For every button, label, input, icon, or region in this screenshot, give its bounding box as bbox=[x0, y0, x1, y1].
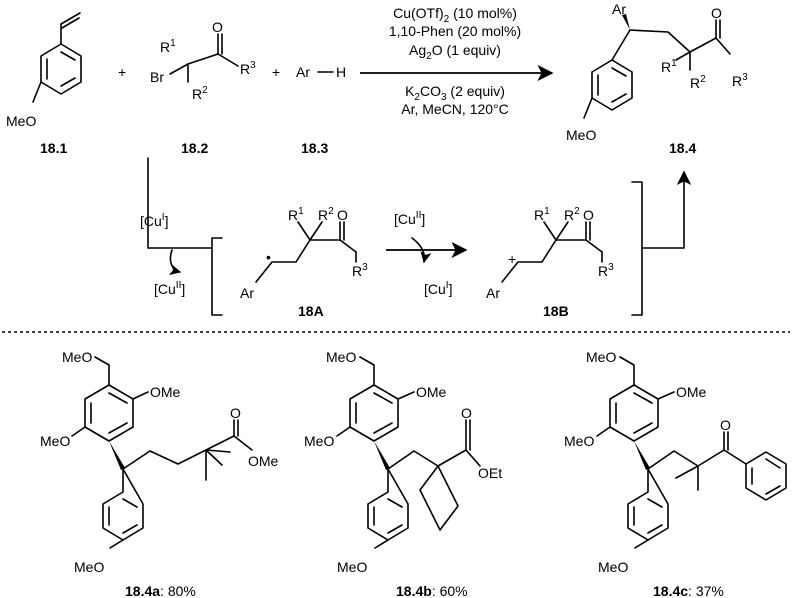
compound-18-1: MeO 18.1 bbox=[6, 12, 82, 156]
plus-sign: + bbox=[118, 64, 126, 80]
svg-text:O: O bbox=[720, 417, 731, 433]
svg-text:Ar: Ar bbox=[296, 64, 310, 80]
svg-text:R1: R1 bbox=[160, 38, 176, 55]
condition-oxidant: Ag2O (1 equiv) bbox=[409, 42, 501, 62]
carbonyl-oxygen: O bbox=[212, 19, 223, 35]
svg-text:MeO: MeO bbox=[62, 349, 92, 365]
svg-text:OMe: OMe bbox=[150, 384, 181, 400]
svg-text:R3: R3 bbox=[732, 72, 748, 89]
svg-text:MeO: MeO bbox=[566, 127, 596, 143]
svg-text:18.4a: 80%: 18.4a: 80% bbox=[125, 583, 196, 598]
svg-text:MeO: MeO bbox=[40, 433, 70, 449]
svg-text:R1: R1 bbox=[534, 206, 550, 223]
condition-solvent: Ar, MeCN, 120°C bbox=[401, 101, 509, 117]
compound-18-3: Ar H 18.3 bbox=[296, 64, 346, 156]
reaction-arrow-group: Cu(OTf)2 (10 mol%) 1,10-Phen (20 mol%) A… bbox=[360, 5, 554, 117]
aryl-label: Ar bbox=[612, 1, 626, 17]
label-18-4: 18.4 bbox=[669, 140, 696, 156]
svg-text:R2: R2 bbox=[564, 206, 580, 223]
cu-i-label-2: [CuI] bbox=[424, 280, 452, 297]
svg-text:MeO: MeO bbox=[304, 433, 334, 449]
svg-text:MeO: MeO bbox=[326, 349, 356, 365]
svg-text:R3: R3 bbox=[240, 60, 256, 77]
svg-text:18.4b: 60%: 18.4b: 60% bbox=[396, 583, 468, 598]
svg-text:R1: R1 bbox=[288, 206, 304, 223]
svg-text:Ar: Ar bbox=[486, 285, 500, 301]
condition-catalyst: Cu(OTf)2 (10 mol%) bbox=[393, 5, 517, 25]
svg-text:O: O bbox=[337, 207, 348, 223]
label-18-1: 18.1 bbox=[40, 140, 67, 156]
label-18-2: 18.2 bbox=[181, 140, 208, 156]
product-yield-a: : 80% bbox=[160, 583, 196, 598]
svg-text:18.4c: 37%: 18.4c: 37% bbox=[653, 583, 724, 598]
svg-text:OMe: OMe bbox=[248, 453, 279, 469]
mechanism: [CuI] [CuII] • Ar O R1 R2 R3 18A [CuII] … bbox=[140, 157, 692, 319]
svg-text:MeO: MeO bbox=[74, 559, 104, 575]
condition-ligand: 1,10-Phen (20 mol%) bbox=[389, 23, 521, 39]
radical-dot: • bbox=[266, 249, 271, 265]
svg-text:MeO: MeO bbox=[564, 433, 594, 449]
svg-text:MeO: MeO bbox=[586, 349, 616, 365]
label-18-3: 18.3 bbox=[301, 140, 328, 156]
svg-text:O: O bbox=[461, 405, 472, 421]
intermediate-18B: + Ar O R1 R2 R3 18B bbox=[486, 206, 614, 319]
cation-plus: + bbox=[508, 251, 516, 267]
svg-text:R2: R2 bbox=[690, 74, 706, 91]
svg-text:Ar: Ar bbox=[240, 285, 254, 301]
svg-text:OMe: OMe bbox=[676, 384, 707, 400]
product-18-4a: MeO OMe MeO O OMe MeO 18.4a: 80% bbox=[40, 349, 279, 598]
svg-text:OMe: OMe bbox=[416, 384, 447, 400]
plus-sign-2: + bbox=[272, 64, 280, 80]
svg-text:OEt: OEt bbox=[478, 465, 502, 481]
product-yield-b: : 60% bbox=[432, 583, 468, 598]
label-18A: 18A bbox=[298, 303, 324, 319]
compound-18-4: MeO Ar O R1 R2 R3 18.4 bbox=[566, 1, 748, 156]
svg-text:R3: R3 bbox=[352, 262, 368, 279]
label-18B: 18B bbox=[543, 303, 569, 319]
cu-i-label: [CuI] bbox=[140, 212, 168, 229]
cu-ii-label-2: [CuII] bbox=[394, 210, 425, 227]
svg-text:H: H bbox=[336, 64, 346, 80]
svg-text:O: O bbox=[583, 207, 594, 223]
svg-text:R2: R2 bbox=[318, 206, 334, 223]
svg-text:MeO: MeO bbox=[337, 559, 367, 575]
product-name-a: 18.4a bbox=[125, 583, 160, 598]
svg-text:O: O bbox=[230, 405, 241, 421]
intermediate-18A: • Ar O R1 R2 R3 18A bbox=[240, 206, 368, 319]
product-name-b: 18.4b bbox=[396, 583, 432, 598]
compound-18-2: O R1 Br R2 R3 18.2 bbox=[150, 19, 256, 156]
svg-text:MeO: MeO bbox=[598, 559, 628, 575]
cu-ii-label: [CuII] bbox=[154, 280, 185, 297]
product-name-c: 18.4c bbox=[653, 583, 688, 598]
product-18-4c: MeO OMe MeO O MeO 18.4c: 37% bbox=[564, 349, 787, 598]
product-18-4b: MeO OMe MeO O OEt MeO 18.4b: 60% bbox=[304, 349, 502, 598]
svg-text:R3: R3 bbox=[598, 262, 614, 279]
condition-base: K2CO3 (2 equiv) bbox=[405, 83, 505, 103]
svg-text:R1: R1 bbox=[661, 58, 677, 75]
svg-text:O: O bbox=[711, 5, 722, 21]
bromine-label: Br bbox=[150, 69, 164, 85]
product-yield-c: : 37% bbox=[688, 583, 724, 598]
methoxy-label: MeO bbox=[6, 113, 36, 129]
svg-text:R2: R2 bbox=[192, 85, 208, 102]
